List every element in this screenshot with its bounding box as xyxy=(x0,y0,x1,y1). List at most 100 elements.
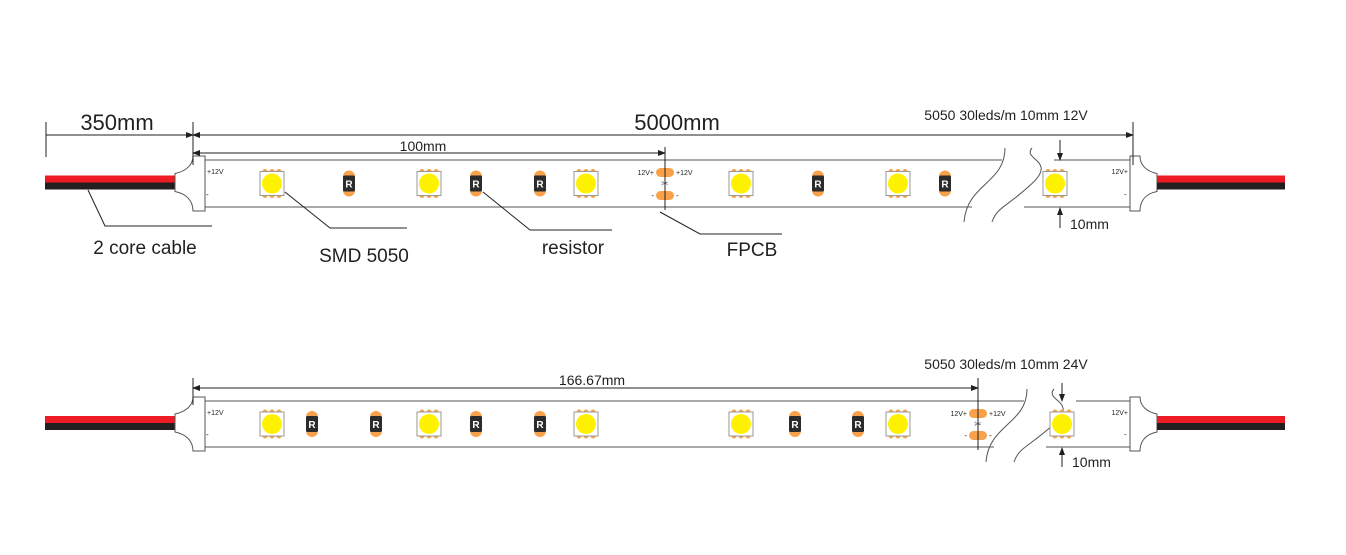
resistor-body xyxy=(470,416,482,432)
resistor-body xyxy=(370,416,382,432)
led-emitter xyxy=(1052,414,1072,434)
resistor-mark: R xyxy=(472,420,480,431)
resistor-body xyxy=(343,175,355,192)
resistor-mark: R xyxy=(536,420,544,431)
end-cap-right xyxy=(1129,396,1158,452)
callout-cable: 2 core cable xyxy=(93,238,197,259)
callout-fpcb: FPCB xyxy=(727,240,778,261)
resistor: R xyxy=(852,411,864,437)
cut-unit-label: 166.67mm xyxy=(559,372,625,388)
pad-label-negative: - xyxy=(676,191,679,200)
break-line xyxy=(991,147,1042,223)
resistor-body xyxy=(789,416,801,432)
pad-label-negative: - xyxy=(1124,190,1127,199)
callout-resistor: resistor xyxy=(542,238,605,259)
smd-5050-led xyxy=(1042,169,1068,198)
resistor: R xyxy=(534,411,546,437)
resistor-body xyxy=(534,175,546,192)
led-emitter xyxy=(888,414,908,434)
led-emitter xyxy=(1045,173,1065,194)
spec-label: 5050 30leds/m 10mm 24V xyxy=(924,356,1088,372)
pad-label-positive: +12V xyxy=(989,411,1006,418)
resistor-mark: R xyxy=(372,420,380,431)
smd-5050-led xyxy=(259,169,285,198)
pad-label-positive: +12V xyxy=(207,169,224,176)
spec-label: 5050 30leds/m 10mm 12V xyxy=(924,107,1088,123)
led-emitter xyxy=(576,173,596,194)
smd-5050-led xyxy=(1049,409,1075,439)
cable-black-wire xyxy=(45,423,177,430)
callout-led: SMD 5050 xyxy=(319,246,409,267)
end-cap-right xyxy=(1129,155,1158,212)
pad-label-positive: 12V+ xyxy=(637,170,654,177)
pad-label-negative: - xyxy=(964,431,967,440)
resistor-body xyxy=(470,175,482,192)
led-emitter xyxy=(419,173,439,194)
resistor: R xyxy=(939,170,951,197)
resistor-body xyxy=(852,416,864,432)
pad-label-positive: 12V+ xyxy=(1111,169,1128,176)
pad-label-positive: +12V xyxy=(207,410,224,417)
width-label: 10mm xyxy=(1070,216,1109,232)
end-cap-left xyxy=(174,155,206,212)
pad-label-negative: - xyxy=(206,190,209,199)
resistor: R xyxy=(812,170,824,197)
smd-5050-led xyxy=(259,409,285,439)
led-emitter xyxy=(419,414,439,434)
resistor-mark: R xyxy=(791,420,799,431)
pad-label-positive: 12V+ xyxy=(1111,410,1128,417)
resistor: R xyxy=(343,170,355,197)
resistor: R xyxy=(534,170,546,197)
pad-label-negative: - xyxy=(206,430,209,439)
pad-label-negative: - xyxy=(1124,430,1127,439)
width-label: 10mm xyxy=(1072,454,1111,470)
led-emitter xyxy=(262,173,282,194)
smd-5050-led xyxy=(728,409,754,439)
smd-5050-led xyxy=(573,409,599,439)
cable-black-wire xyxy=(1157,182,1285,190)
pad-label-positive: 12V+ xyxy=(950,411,967,418)
smd-5050-led xyxy=(416,169,442,198)
led-emitter xyxy=(731,173,751,194)
resistor-mark: R xyxy=(308,420,316,431)
cable-black-wire xyxy=(1157,423,1285,430)
cut-unit-label: 100mm xyxy=(400,138,447,154)
smd-5050-led xyxy=(885,169,911,198)
cable-length-label: 350mm xyxy=(80,110,153,135)
resistor-mark: R xyxy=(854,420,862,431)
led-emitter xyxy=(262,414,282,434)
smd-5050-led xyxy=(885,409,911,439)
pad-label-negative: - xyxy=(989,431,992,440)
resistor: R xyxy=(470,170,482,197)
break-line xyxy=(985,388,1028,463)
pad-label-negative: - xyxy=(651,191,654,200)
led-emitter xyxy=(731,414,751,434)
resistor-body xyxy=(939,175,951,192)
resistor-mark: R xyxy=(941,180,949,191)
smd-5050-led xyxy=(416,409,442,439)
pad-label-positive: +12V xyxy=(676,170,693,177)
resistor-mark: R xyxy=(814,180,822,191)
resistor-body xyxy=(812,175,824,192)
resistor: R xyxy=(789,411,801,437)
cable-red-wire xyxy=(1157,175,1285,183)
resistor: R xyxy=(470,411,482,437)
resistor: R xyxy=(370,411,382,437)
strip-12v-dimensions: 350mm 5000mm 100mm 5050 30leds/m 10mm 12… xyxy=(45,107,1134,267)
resistor-body xyxy=(306,416,318,432)
resistor: R xyxy=(306,411,318,437)
total-length-label: 5000mm xyxy=(634,110,720,135)
led-emitter xyxy=(576,414,596,434)
led-emitter xyxy=(888,173,908,194)
cable-red-wire xyxy=(45,175,177,183)
cable-red-wire xyxy=(1157,416,1285,423)
resistor-body xyxy=(534,416,546,432)
break-line xyxy=(963,147,1006,223)
resistor-mark: R xyxy=(472,180,480,191)
resistor-mark: R xyxy=(536,180,544,191)
strip-24v-dimensions: 166.67mm 5050 30leds/m 10mm 24V 10mm xyxy=(192,356,1111,470)
cable-black-wire xyxy=(45,182,177,190)
